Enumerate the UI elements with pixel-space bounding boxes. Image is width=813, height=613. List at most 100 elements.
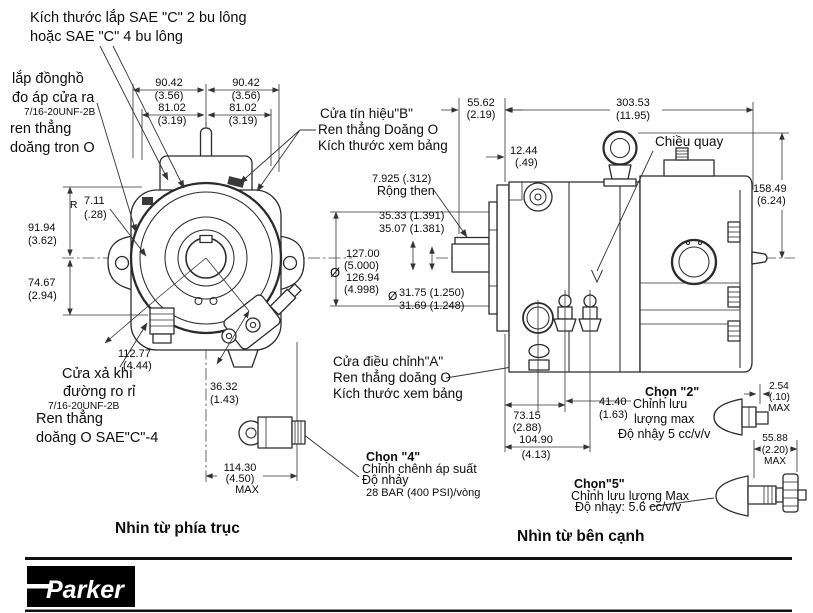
dim-width-max: 114.30 — [224, 462, 257, 474]
dim-port-spacing2: 104.90 — [519, 434, 553, 446]
dim-screw-travel-max: MAX — [768, 403, 790, 414]
option4-line2: Chỉnh chênh áp suất — [362, 462, 477, 476]
dim-width-max-in: (4.50) — [226, 473, 255, 485]
dim-flange-thickness-in: (.49) — [515, 157, 538, 169]
option2-title: Chọn "2" — [645, 385, 699, 399]
dim-flange-offset-in: (2.19) — [467, 109, 496, 121]
option2-line2: Chỉnh lưu — [633, 397, 687, 411]
parker-logo-bar — [27, 584, 53, 589]
dim-pilot3: 126.94 — [346, 272, 380, 284]
dim-width-max-label: MAX — [235, 484, 260, 496]
shaft-dimensions — [330, 211, 496, 307]
dim-width-outer-left: 90.42 — [155, 77, 183, 89]
note-sae-line1: Kích thước lắp SAE "C" 2 bu lông — [30, 9, 247, 26]
dim-width-outer-right-in: (3.56) — [232, 90, 261, 102]
dim-width-outer-left-in: (3.56) — [155, 90, 184, 102]
option4-title: Chọn "4" — [366, 450, 420, 464]
option2-line3: lượng max — [634, 412, 695, 426]
dim-overall-length-in: (11.95) — [616, 110, 650, 122]
port-a-line1: Cửa điều chỉnh"A" — [333, 354, 443, 369]
dim-flange-offset: 55.62 — [467, 97, 495, 109]
dim-overall-length: 303.53 — [616, 97, 650, 109]
dim-pilot2: (5.000) — [344, 260, 379, 272]
option5-valve-drawing — [715, 473, 807, 517]
dim-diag-left-in: (4.44) — [123, 360, 152, 372]
dim-shaft2: 31.69 (1.248) — [399, 300, 464, 312]
small-hole-left — [194, 296, 203, 306]
note-gauge-thread: 7/16-20UNF-2B — [24, 107, 96, 118]
dim-port-spacing1: 73.15 — [513, 410, 541, 422]
dim-height-lower: 74.67 — [28, 277, 56, 289]
dim-height-side-in: (6.24) — [757, 195, 786, 207]
dim-width-inner-left-in: (3.19) — [158, 115, 187, 127]
dim-radius-in: (.28) — [84, 209, 107, 221]
keyway — [199, 234, 213, 244]
dim-valve-offset-in: (1.63) — [599, 409, 628, 421]
dim-width-inner-right: 81.02 — [229, 102, 257, 114]
dim-width-outer-right: 90.42 — [232, 77, 260, 89]
bolt-boss — [523, 182, 553, 212]
footer-rule-top — [25, 557, 792, 560]
option4-line4: 28 BAR (400 PSI)/vòng — [366, 487, 480, 499]
side-view-drawing — [436, 130, 795, 373]
side-view-caption: Nhìn từ bên cạnh — [517, 528, 644, 545]
label-rotation: Chiều quay — [655, 134, 724, 149]
dim-height-upper: 91.94 — [28, 222, 56, 234]
eye-bolt — [602, 130, 638, 187]
dim-width-inner-right-in: (3.19) — [229, 115, 258, 127]
dim-valve-length: 55.88 — [762, 433, 788, 444]
rotation-arrowhead — [591, 269, 603, 284]
dim-valve-length-in: (2.20) — [762, 445, 789, 456]
right-ear-hole — [282, 255, 298, 271]
dim-key-h2: 35.07 (1.381) — [379, 223, 444, 235]
dim-radius: 7.11 — [84, 195, 105, 207]
note-drain-line4: Ren thẳng — [36, 409, 103, 427]
shaft-boss-circle — [177, 229, 235, 287]
dim-key-h1: 35.33 (1.391) — [379, 210, 444, 222]
dim-valve-offset: 41.40 — [599, 396, 627, 408]
label-key: Rộng then — [377, 184, 435, 198]
option5-line3: Độ nhạy: 5.6 cc/v/v — [575, 500, 682, 514]
note-gauge-line5: doăng tron O — [10, 140, 95, 156]
option4-line3: Độ nhảy — [362, 473, 409, 487]
dim-width-inner-left: 81.02 — [158, 102, 186, 114]
parker-logo: Parker — [27, 566, 135, 607]
side-port-circle — [670, 238, 718, 286]
note-drain-thread: 7/16-20UNF-2B — [48, 401, 120, 412]
note-gauge-line2: đo áp cửa ra — [12, 90, 95, 106]
dim-height-lower-in: (2.94) — [28, 290, 57, 302]
left-ear-hole — [114, 255, 130, 271]
dim-pilot1: 127.00 — [346, 248, 380, 260]
pump-body-side — [508, 181, 641, 373]
option2-valve-drawing — [713, 398, 769, 436]
top-left-port-tab — [142, 197, 153, 205]
drain-port-block — [149, 307, 175, 344]
front-view-dimensions — [63, 84, 298, 481]
dia-symbol-shaft: Ø — [388, 289, 397, 303]
dim-screw-travel: 2.54 — [769, 381, 789, 392]
note-drain-line5: doăng O SAE"C"-4 — [36, 430, 158, 446]
dim-radius-prefix: R — [70, 200, 77, 211]
hub-circle — [164, 216, 248, 300]
dim-shaft1: 31.75 (1.250) — [399, 287, 464, 299]
rear-stub — [751, 251, 768, 265]
dim-screw-travel-in: (.10) — [769, 392, 790, 403]
note-gauge-line1: lắp đồnghồ — [12, 70, 84, 87]
port-b-line3: Kích thước xem bảng — [318, 138, 448, 153]
dim-diag-left: 112.77 — [118, 348, 151, 360]
note-sae-line2: hoặc SAE "C" 4 bu lông — [30, 29, 183, 45]
dim-port-spacing1-in: (2.88) — [513, 422, 542, 434]
note-gauge-line4: ren thẳng — [10, 119, 71, 137]
front-view-drawing — [62, 122, 352, 482]
footer-rule-bottom — [25, 609, 792, 612]
port-b-line2: Ren thẳng Doăng O — [318, 122, 438, 137]
dim-key-width: 7.925 (.312) — [372, 173, 431, 185]
dim-diag-right: 36.32 — [210, 381, 238, 393]
pilot-plate — [488, 201, 498, 315]
dim-flange-thickness: 12.44 — [510, 145, 538, 157]
small-hole-right — [209, 296, 218, 306]
dim-height-upper-in: (3.62) — [28, 235, 57, 247]
side-plugs — [727, 221, 741, 342]
port-a-line2: Ren thẳng doăng O — [333, 370, 451, 385]
